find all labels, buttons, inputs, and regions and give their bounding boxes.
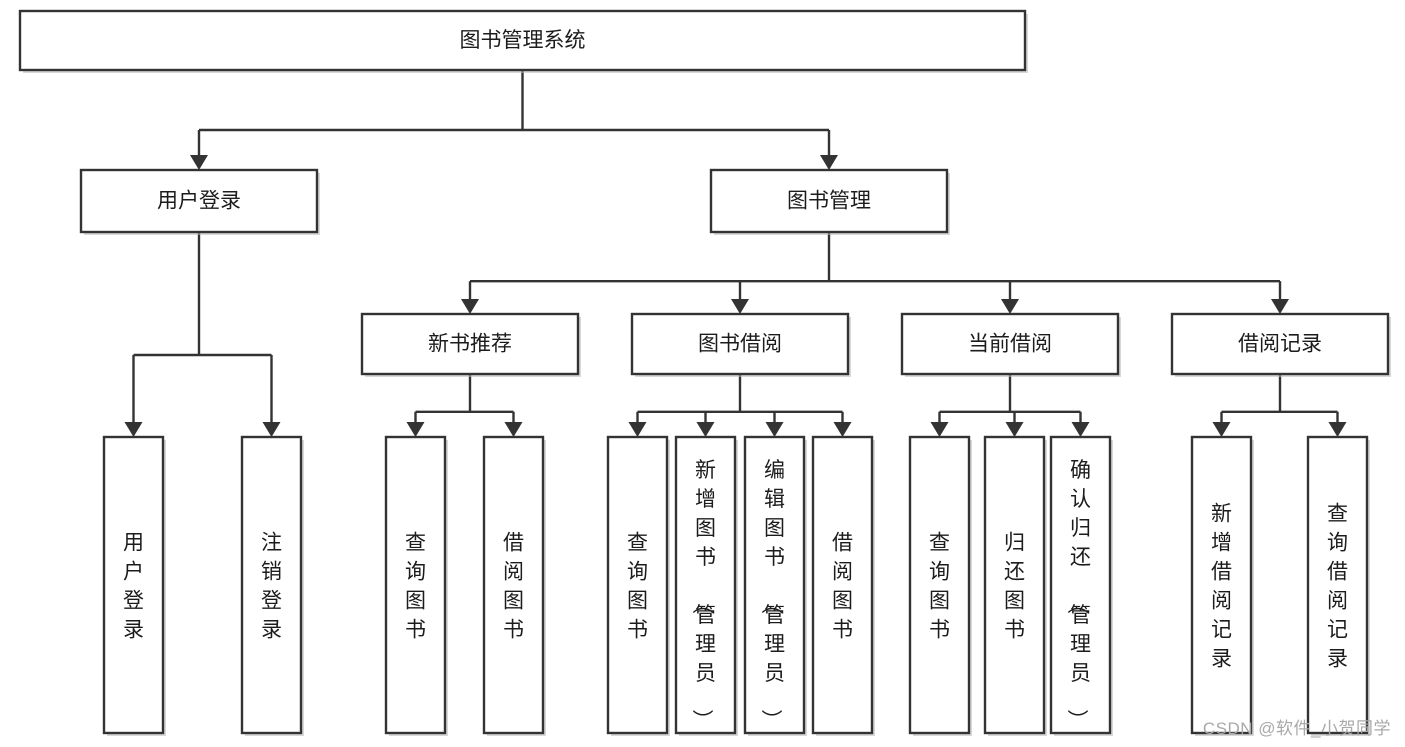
node-box[interactable] [18,9,1027,72]
node-current-borrow[interactable]: 当前借阅 [900,312,1121,377]
node-label: 归还图书 [1004,532,1025,642]
node-box[interactable] [384,435,447,735]
arrow-head-icon [765,422,784,437]
arrow-head-icon [1071,422,1090,437]
node-label: 借阅图书 [832,532,853,642]
node-box[interactable] [743,435,806,735]
node-leaf-return-book[interactable]: 归还图书 [983,435,1047,736]
arrow-head-icon [628,422,647,437]
node-label: 新增借阅记录 [1211,503,1232,671]
edge-group-current-borrow [930,374,1090,437]
edge-group-root [190,70,838,170]
edge-group-borrow-record [1212,374,1347,437]
node-label: 编辑图书（管理员） [759,459,785,730]
arrow-head-icon [1212,422,1231,437]
arrow-head-icon [406,422,425,437]
arrow-head-icon [504,422,523,437]
arrow-head-icon [731,299,749,314]
arrow-head-icon [190,155,208,170]
node-box[interactable] [240,435,303,735]
arrow-head-icon [1001,299,1019,314]
node-box[interactable] [908,435,971,735]
node-label: 图书管理系统 [460,29,586,52]
arrow-head-icon [820,155,838,170]
node-label: 确认归还（管理员） [1065,459,1091,730]
node-label: 查询图书 [405,532,426,642]
node-leaf-confirm-return[interactable]: 确认归还（管理员） [1049,435,1113,736]
node-label: 新增图书（管理员） [690,459,716,730]
node-leaf-borrow-book[interactable]: 借阅图书 [811,435,875,736]
arrow-head-icon [696,422,715,437]
node-leaf-query-book-borrow[interactable]: 查询图书 [606,435,670,736]
node-label: 查询图书 [929,532,950,642]
node-label: 当前借阅 [968,333,1052,356]
node-label: 新书推荐 [428,333,512,356]
node-box[interactable] [482,435,545,735]
node-leaf-query-book-rec[interactable]: 查询图书 [384,435,448,736]
node-root[interactable]: 图书管理系统 [18,9,1028,73]
node-box[interactable] [1049,435,1112,735]
node-leaf-edit-book[interactable]: 编辑图书（管理员） [743,435,807,736]
node-box[interactable] [709,168,949,234]
arrow-head-icon [124,422,143,437]
node-box[interactable] [983,435,1046,735]
edge-group-new-book-rec [406,374,523,437]
node-new-book-rec[interactable]: 新书推荐 [360,312,581,377]
node-leaf-query-record[interactable]: 查询借阅记录 [1306,435,1370,736]
node-box[interactable] [102,435,165,735]
node-box[interactable] [900,312,1120,376]
node-box[interactable] [1190,435,1253,735]
node-leaf-logout[interactable]: 注销登录 [240,435,304,736]
node-label: 图书管理 [787,190,871,213]
node-leaf-query-book-cur[interactable]: 查询图书 [908,435,972,736]
node-label: 用户登录 [157,190,241,213]
node-leaf-add-book[interactable]: 新增图书（管理员） [674,435,738,736]
node-box[interactable] [630,312,850,376]
node-box[interactable] [811,435,874,735]
node-box[interactable] [79,168,319,234]
node-box[interactable] [674,435,737,735]
node-box[interactable] [1170,312,1390,376]
node-leaf-borrow-book-rec[interactable]: 借阅图书 [482,435,546,736]
node-box[interactable] [606,435,669,735]
node-book-manage[interactable]: 图书管理 [709,168,950,235]
node-user-login[interactable]: 用户登录 [79,168,320,235]
arrow-head-icon [262,422,281,437]
node-label: 用户登录 [123,532,144,642]
node-label: 查询借阅记录 [1327,503,1348,671]
node-leaf-add-record[interactable]: 新增借阅记录 [1190,435,1254,736]
node-book-borrow[interactable]: 图书借阅 [630,312,851,377]
edge-group-user-login [124,232,281,437]
node-box[interactable] [360,312,580,376]
node-label: 图书借阅 [698,333,782,356]
node-label: 借阅图书 [503,532,524,642]
node-borrow-record[interactable]: 借阅记录 [1170,312,1391,377]
node-label: 注销登录 [261,532,282,642]
arrow-head-icon [1271,299,1289,314]
arrow-head-icon [833,422,852,437]
arrow-head-icon [930,422,949,437]
edge-group-book-borrow [628,374,852,437]
node-leaf-user-login[interactable]: 用户登录 [102,435,166,736]
node-box[interactable] [1306,435,1369,735]
node-label: 查询图书 [627,532,648,642]
arrow-head-icon [461,299,479,314]
edges-layer [124,70,1347,437]
arrow-head-icon [1328,422,1347,437]
arrow-head-icon [1005,422,1024,437]
node-label: 借阅记录 [1238,333,1322,356]
nodes-layer: 图书管理系统用户登录图书管理新书推荐图书借阅当前借阅借阅记录用户登录注销登录查询… [18,9,1391,736]
edge-group-book-manage [461,232,1289,314]
